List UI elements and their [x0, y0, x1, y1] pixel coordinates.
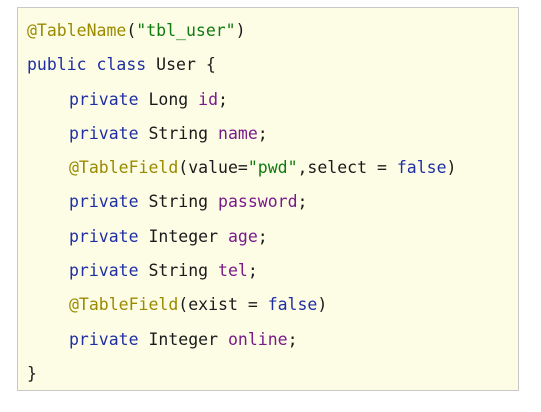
code-line: private String password;	[69, 192, 308, 212]
annotation-table-field: @TableField	[69, 295, 179, 315]
table-name-string: "tbl_user"	[136, 21, 236, 40]
annotation-table-name: @TableName	[27, 21, 127, 40]
field-tel: tel	[218, 261, 248, 281]
code-line: private Long id;	[69, 89, 228, 109]
field-name: name	[218, 123, 258, 143]
code-line: }	[27, 363, 37, 383]
field-password: password	[218, 192, 298, 212]
code-line: @TableField(exist = false)	[69, 295, 328, 315]
field-online: online	[227, 329, 288, 349]
field-age: age	[227, 226, 258, 246]
code-line: @TableName("tbl_user")	[27, 21, 246, 40]
code-line: private Integer age;	[69, 226, 268, 246]
code-line: public class User {	[27, 55, 216, 75]
code-line: private Integer online;	[69, 329, 298, 349]
code-line: private String tel;	[69, 261, 258, 281]
code-line: @TableField(value="pwd",select = false)	[69, 158, 457, 178]
annotation-table-field: @TableField	[69, 158, 179, 178]
code-snippet: @TableName("tbl_user") public class User…	[17, 7, 519, 391]
field-id: id	[198, 89, 219, 109]
class-name: User	[156, 55, 196, 75]
code-line: private String name;	[69, 123, 268, 143]
